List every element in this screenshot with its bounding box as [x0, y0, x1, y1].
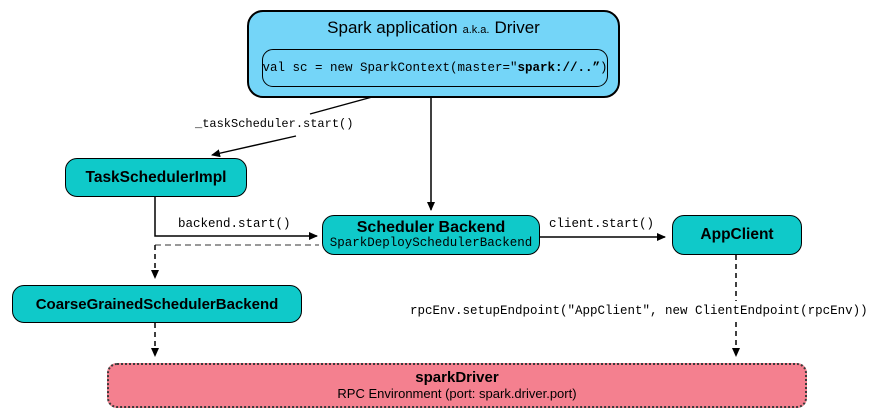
node-appclient: AppClient: [672, 215, 802, 255]
driver-title-rest: Driver: [494, 18, 540, 37]
node-coarsegrainedschedulerbackend: CoarseGrainedSchedulerBackend: [12, 285, 302, 323]
node-sparkdriver-rpc-env: sparkDriver RPC Environment (port: spark…: [107, 363, 807, 408]
scheduler-backend-title: Scheduler Backend: [356, 219, 506, 237]
sparkdriver-title: sparkDriver: [415, 369, 499, 387]
node-sparkcontext-code: val sc = new SparkContext(master="spark:…: [262, 49, 608, 87]
driver-title-aka: a.k.a.: [462, 24, 490, 36]
taskschedulerimpl-label: TaskSchedulerImpl: [85, 168, 227, 186]
code-prefix: val sc = new SparkContext(master=": [262, 61, 518, 75]
edge-driver-to-taskscheduler-lower: [211, 135, 297, 158]
code-master-url: spark://..”: [517, 61, 601, 75]
driver-title: Spark application a.k.a. Driver: [327, 18, 540, 38]
code-suffix: ): [600, 61, 608, 75]
edge-label-backend-start: backend.start(): [178, 217, 291, 231]
edge-label-taskscheduler-start: _taskScheduler.start(): [195, 117, 354, 131]
driver-title-main: Spark application: [327, 18, 458, 37]
edge-label-rpc-setupendpoint: rpcEnv.setupEndpoint("AppClient", new Cl…: [410, 304, 868, 318]
node-spark-application-driver: Spark application a.k.a. Driver val sc =…: [247, 10, 620, 98]
coarsegrained-label: CoarseGrainedSchedulerBackend: [35, 295, 279, 313]
scheduler-backend-subtitle: SparkDeploySchedulerBackend: [329, 235, 533, 250]
edge-label-client-start: client.start(): [549, 217, 655, 231]
appclient-label: AppClient: [700, 226, 774, 243]
node-scheduler-backend: Scheduler Backend SparkDeploySchedulerBa…: [322, 215, 540, 255]
sparkdriver-subtitle: RPC Environment (port: spark.driver.port…: [337, 385, 577, 401]
node-taskschedulerimpl: TaskSchedulerImpl: [65, 158, 247, 197]
